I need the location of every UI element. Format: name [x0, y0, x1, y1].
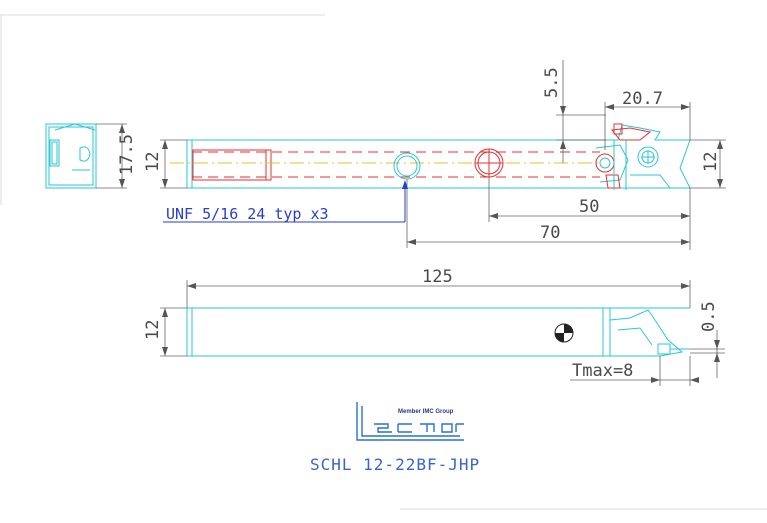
logo-member-text: Member IMC Group [398, 409, 454, 415]
dim-20-7: 20.7 [622, 89, 663, 109]
dim-tmax: Tmax=8 [572, 361, 633, 381]
end-view [45, 123, 127, 189]
iscar-logo: Member IMC Group [356, 402, 464, 441]
thread-leader [163, 180, 408, 223]
dim-12-bottom-lines [160, 307, 187, 357]
side-view [186, 307, 690, 357]
dim-0-5: 0.5 [699, 301, 719, 332]
dim-5-5: 5.5 [542, 67, 562, 98]
dim-12-bottom: 12 [143, 320, 163, 340]
dim-tmax-lines [570, 356, 699, 386]
dim-12-right-lines [690, 139, 726, 189]
dim-20-7-lines [604, 102, 691, 150]
top-view [170, 123, 691, 190]
dim-17-5: 17.5 [117, 134, 137, 175]
dim-70-lines [406, 179, 690, 248]
dim-12-right: 12 [701, 152, 721, 172]
dim-50-lines [488, 177, 691, 250]
thread-annotation: UNF 5/16 24 typ x3 [166, 205, 329, 223]
dim-70: 70 [540, 223, 560, 243]
part-number: SCHL 12-22BF-JHP [310, 455, 480, 474]
dim-125-lines [186, 280, 691, 308]
dim-0-5-lines [690, 330, 725, 378]
dim-12-left-lines [160, 139, 187, 189]
dim-5-5-lines [556, 60, 606, 163]
dim-12-left: 12 [143, 152, 163, 172]
dim-50: 50 [579, 197, 599, 217]
dim-125: 125 [422, 267, 453, 287]
